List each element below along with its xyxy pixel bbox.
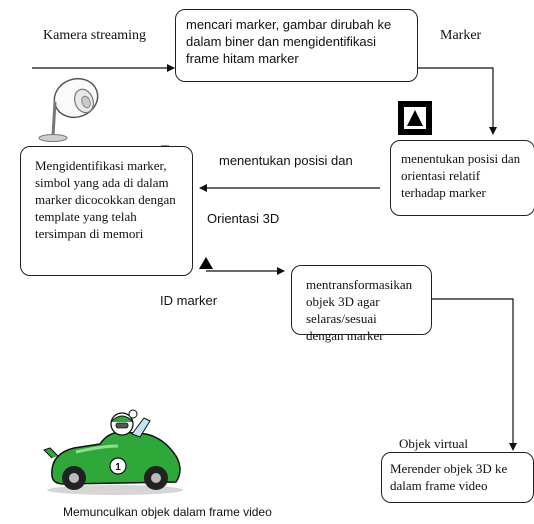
webcam-icon <box>38 77 99 142</box>
caption-show-object: Memunculkan objek dalam frame video <box>63 505 272 519</box>
box-determine-pose: menentukan posisi dan orientasi relatif … <box>390 140 534 216</box>
label-pose-line2: Orientasi 3D <box>207 211 280 226</box>
box-transform-object: mentransformasikan objek 3D agar selaras… <box>291 265 432 343</box>
car-number-text: 1 <box>115 462 121 473</box>
box-identify-marker: Mengidentifikasi marker, simbol yang ada… <box>20 146 193 276</box>
box-render-object: Merender objek 3D ke dalam frame video <box>381 452 534 503</box>
marker-triangle-icon <box>199 257 213 269</box>
label-pose-line1: menentukan posisi dan <box>219 153 353 168</box>
box-detect-marker: mencari marker, gambar dirubah ke dalam … <box>175 9 418 82</box>
marker-symbol-icon <box>398 101 432 135</box>
label-marker: Marker <box>440 28 482 43</box>
label-virtual-object: Objek virtual <box>399 436 468 451</box>
label-id-marker: ID marker <box>160 293 218 308</box>
box-transform-object-text: mentransformasikan objek 3D agar selaras… <box>306 277 413 343</box>
box-identify-marker-text: Mengidentifikasi marker, simbol yang ada… <box>35 158 176 241</box>
box-detect-marker-text: mencari marker, gambar dirubah ke dalam … <box>186 17 392 66</box>
transform-to-render-arrow <box>432 298 517 451</box>
box-render-object-text: Merender objek 3D ke dalam frame video <box>390 461 508 493</box>
detect-to-pose-arrow <box>418 67 497 135</box>
label-camera-streaming: Kamera streaming <box>43 28 147 43</box>
box-determine-pose-text: menentukan posisi dan orientasi relatif … <box>401 151 521 200</box>
race-car-icon: 1 <box>43 409 183 495</box>
